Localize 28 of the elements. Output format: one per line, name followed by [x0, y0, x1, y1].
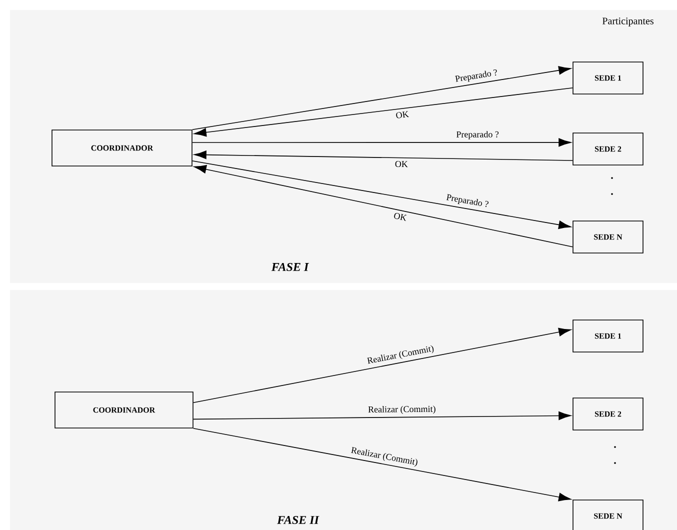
arrow — [192, 160, 572, 230]
arrow — [194, 87, 573, 137]
column-heading: Participantes — [602, 18, 654, 26]
site-box: SEDE 1 — [572, 62, 644, 94]
site-box: SEDE N — [572, 220, 644, 254]
edge-label: Realizar (Commit) — [365, 344, 436, 367]
arrow — [192, 66, 572, 130]
site-box: COORDINADOR — [54, 392, 194, 428]
arrow — [192, 138, 572, 147]
arrow — [194, 150, 573, 161]
site-box: SEDE N — [572, 500, 644, 530]
site-box: SEDE 1 — [572, 320, 644, 352]
edge-label: Preparado ? — [454, 68, 500, 85]
edge-label: Preparado ? — [444, 192, 490, 210]
site-box: SEDE 2 — [572, 398, 644, 430]
phase-label: FASE II — [277, 516, 320, 524]
arrow — [193, 428, 572, 502]
arrow — [193, 328, 572, 404]
site-box: SEDE 2 — [572, 132, 644, 166]
edge-label: Preparado ? — [455, 130, 500, 140]
arrow — [193, 412, 572, 420]
edge-label: OK — [394, 110, 410, 120]
phase-label: FASE I — [271, 262, 309, 272]
edge-label: Realizar (Commit) — [367, 404, 437, 416]
site-box: COORDINADOR — [52, 130, 192, 166]
edge-label: Realizar (Commit) — [349, 445, 420, 468]
arrow — [194, 165, 573, 248]
edge-label: OK — [392, 211, 408, 222]
